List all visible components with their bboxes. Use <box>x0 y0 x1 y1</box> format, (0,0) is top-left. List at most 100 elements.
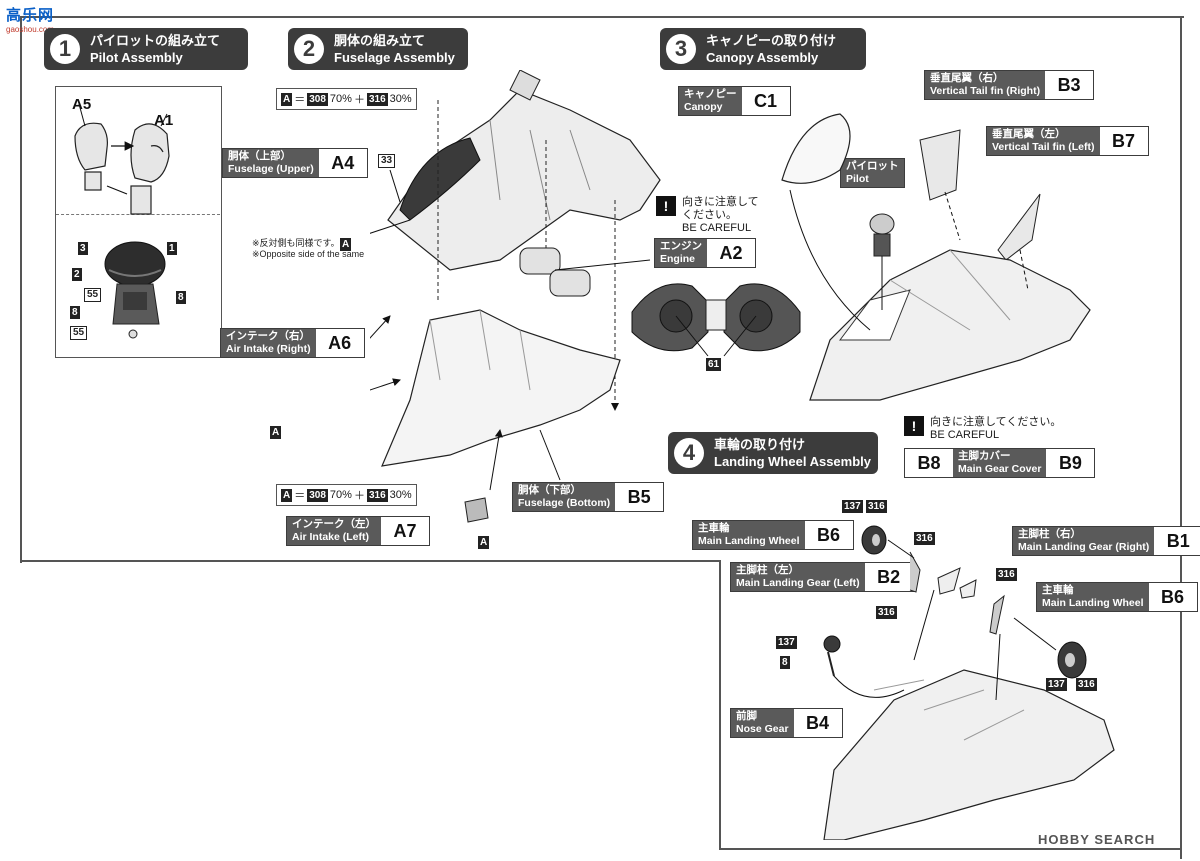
part-code: A2 <box>719 242 743 263</box>
paint-equals: ＝ <box>294 94 306 106</box>
label-en: Vertical Tail fin (Left) <box>992 141 1095 153</box>
label-vtail-left: 垂直尾翼（左）Vertical Tail fin (Left) B7 <box>986 126 1149 156</box>
code-55: 55 <box>84 288 102 302</box>
engine-careful-note: ! 向きに注意してください。BE CAREFUL <box>656 196 759 235</box>
part-code: B6 <box>1160 586 1184 607</box>
label-jp: 胴体（上部） <box>228 150 291 162</box>
code-33: 33 <box>378 154 396 168</box>
label-en: Pilot <box>846 173 869 185</box>
step-number: 3 <box>666 34 696 64</box>
code-55: 55 <box>70 326 88 340</box>
site-logo-text: 高乐网 <box>6 7 55 24</box>
label-en: Main Landing Gear (Right) <box>1018 541 1150 553</box>
code-8: 8 <box>176 291 186 304</box>
step-4-header: 4 車輪の取り付け Landing Wheel Assembly <box>668 432 878 474</box>
part-code: A4 <box>331 152 355 173</box>
step-title-jp: パイロットの組み立て <box>90 33 221 48</box>
part-code: B4 <box>806 712 830 733</box>
paint-marker-a: A <box>270 426 282 439</box>
frame-right-edge <box>1180 16 1182 859</box>
code-1: 1 <box>167 242 177 255</box>
code-3: 3 <box>78 242 88 255</box>
part-code: B3 <box>1057 74 1081 95</box>
step4-careful-note: ! 向きに注意してください。BE CAREFUL <box>904 416 1061 442</box>
label-jp: 主脚柱（右） <box>1018 528 1081 540</box>
code-137: 137 <box>842 500 863 513</box>
part-code: B1 <box>1166 530 1190 551</box>
step-title-jp: 胴体の組み立て <box>334 33 426 48</box>
label-jp: 主車輪 <box>1042 584 1074 596</box>
engine-detail-drawing <box>631 283 801 357</box>
label-jp: エンジン <box>660 240 702 252</box>
landing-gear-drawing <box>823 525 1115 840</box>
part-code-left: B8 <box>917 452 941 473</box>
label-air-intake-right: インテーク（右）Air Intake (Right) A6 <box>220 328 365 358</box>
paint-equals: ＝ <box>294 490 306 502</box>
paint-pct-1: 70% <box>329 93 352 105</box>
watermark: HOBBY SEARCH <box>1038 832 1155 847</box>
code-8: 8 <box>780 656 790 669</box>
step-number: 4 <box>674 438 704 468</box>
label-jp: 胴体（下部） <box>518 484 581 496</box>
label-en: Air Intake (Right) <box>226 343 311 355</box>
frame-bottom-left <box>20 560 720 562</box>
warning-icon: ! <box>904 416 924 436</box>
part-code-right: B9 <box>1058 452 1082 473</box>
label-fuselage-bottom: 胴体（下部）Fuselage (Bottom) B5 <box>512 482 665 512</box>
label-en: Main Landing Wheel <box>1042 597 1144 609</box>
careful-en: BE CAREFUL <box>682 222 752 234</box>
paint-letter: A <box>281 488 293 502</box>
code-137: 137 <box>776 636 797 649</box>
step-title-jp: 車輪の取り付け <box>714 437 806 452</box>
paint-pct-1: 70% <box>329 489 352 501</box>
label-jp: パイロット <box>846 160 899 172</box>
part-code: B6 <box>816 524 840 545</box>
code-316: 316 <box>1076 678 1097 691</box>
warning-icon: ! <box>656 196 676 216</box>
label-en: Fuselage (Upper) <box>228 163 314 175</box>
step-3-header: 3 キャノピーの取り付け Canopy Assembly <box>660 28 866 70</box>
paint-mix-lower: A ＝ 308 70% ＋ 316 30% <box>276 484 417 506</box>
step-title-en: Canopy Assembly <box>706 50 819 65</box>
step-title-en: Fuselage Assembly <box>334 50 455 65</box>
fuselage-assembly-drawing <box>370 70 661 523</box>
pilot-parts-drawing <box>74 103 170 339</box>
label-en: Nose Gear <box>736 723 789 735</box>
label-jp: 前脚 <box>736 710 757 722</box>
site-logo-url: gaoshou.com <box>6 25 55 34</box>
label-en: Air Intake (Left) <box>292 531 370 543</box>
label-jp: 主車輪 <box>698 522 730 534</box>
label-en: Canopy <box>684 101 723 113</box>
code-61: 61 <box>706 358 722 371</box>
code-316: 316 <box>876 606 897 619</box>
part-code: C1 <box>753 90 777 111</box>
paint-code-1: 308 <box>307 488 328 502</box>
careful-en: BE CAREFUL <box>930 429 1000 441</box>
careful-jp-2: ください。 <box>682 209 737 221</box>
label-main-gear-right: 主脚柱（右）Main Landing Gear (Right) B1 <box>1012 526 1200 556</box>
label-main-gear-left: 主脚柱（左）Main Landing Gear (Left) B2 <box>730 562 914 592</box>
step-number: 1 <box>50 34 80 64</box>
step-title-jp: キャノピーの取り付け <box>706 33 837 48</box>
paint-code-1: 308 <box>307 92 328 106</box>
frame-bottom-right <box>719 848 1182 850</box>
part-code: B5 <box>627 486 651 507</box>
label-jp: 主脚カバー <box>958 450 1011 462</box>
label-jp: インテーク（右） <box>226 330 310 342</box>
label-jp: キャノピー <box>684 88 737 100</box>
label-jp: 垂直尾翼（右） <box>930 72 1004 84</box>
part-code: A7 <box>393 520 417 541</box>
step-title-en: Landing Wheel Assembly <box>714 454 871 469</box>
paint-mix-upper: A ＝ 308 70% ＋ 316 30% <box>276 88 417 110</box>
label-en: Vertical Tail fin (Right) <box>930 85 1041 97</box>
paint-code-2: 316 <box>366 92 388 106</box>
